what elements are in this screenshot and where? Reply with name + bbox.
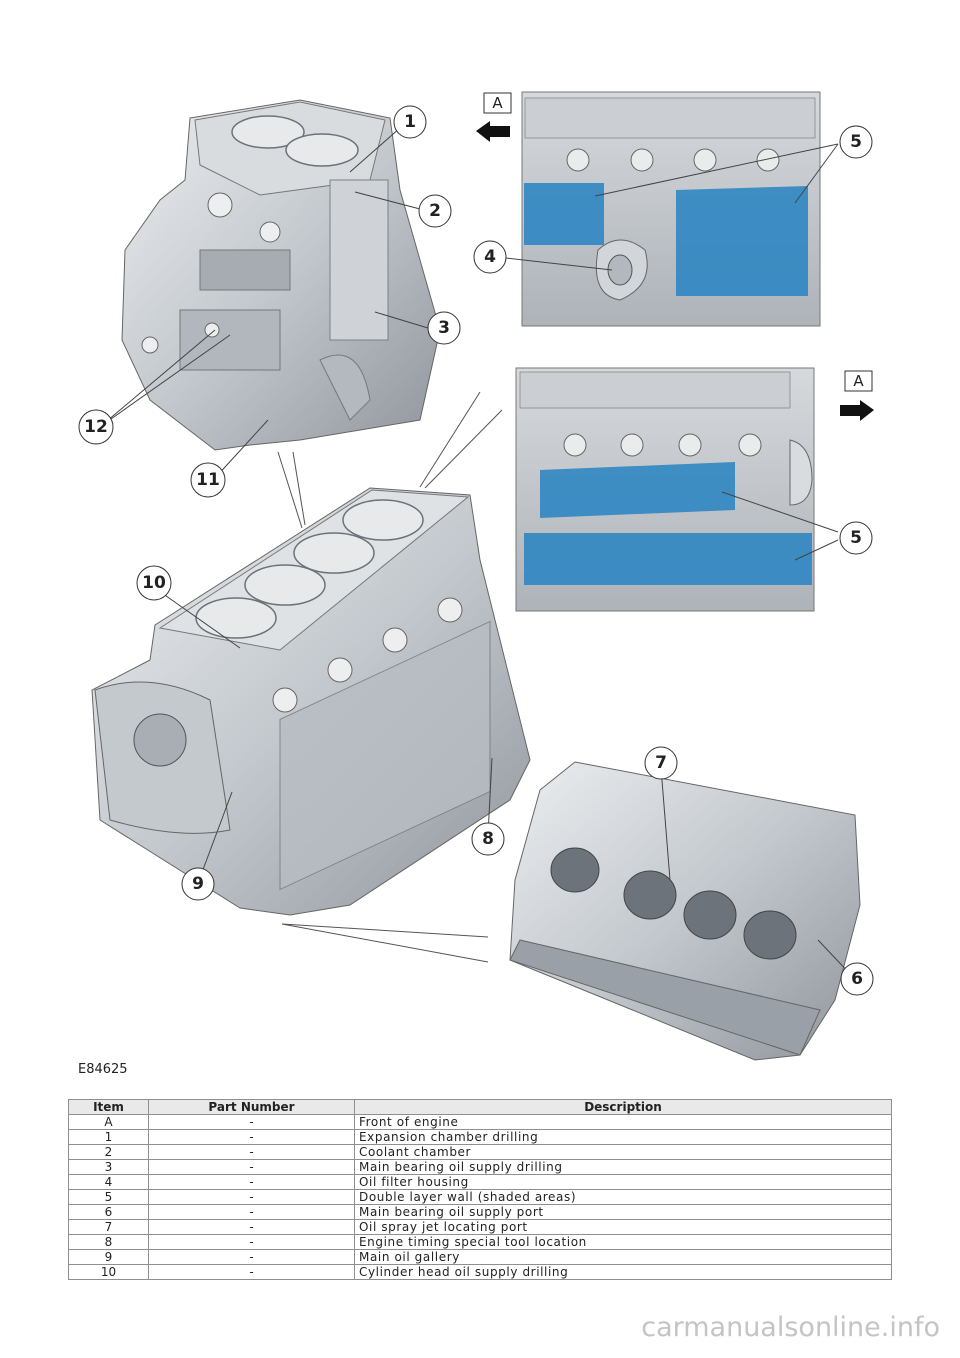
description-cell: Main oil gallery bbox=[354, 1249, 892, 1265]
shaded-area bbox=[524, 533, 812, 585]
arrow-right-icon bbox=[840, 400, 874, 421]
callout-label: 11 bbox=[196, 470, 220, 490]
figure-id: E84625 bbox=[78, 1062, 128, 1077]
table-row: 6-Main bearing oil supply port bbox=[68, 1204, 892, 1220]
callout-8: 8 bbox=[471, 822, 505, 856]
part-number-cell: - bbox=[148, 1189, 355, 1205]
item-cell: 9 bbox=[68, 1249, 149, 1265]
item-cell: 4 bbox=[68, 1174, 149, 1190]
table-row: 8-Engine timing special tool location bbox=[68, 1234, 892, 1250]
callout-label: 2 bbox=[429, 201, 441, 221]
item-cell: 8 bbox=[68, 1234, 149, 1250]
callout-6: 6 bbox=[840, 962, 874, 996]
header-description: Description bbox=[354, 1099, 892, 1115]
view-tag-label: A bbox=[492, 94, 503, 112]
view-tag-lower: A bbox=[844, 370, 873, 392]
part-number-cell: - bbox=[148, 1264, 355, 1280]
part-number-cell: - bbox=[148, 1174, 355, 1190]
view-a-upper-panel bbox=[521, 91, 821, 327]
table-row: 1-Expansion chamber drilling bbox=[68, 1129, 892, 1145]
description-cell: Expansion chamber drilling bbox=[354, 1129, 892, 1145]
item-cell: 10 bbox=[68, 1264, 149, 1280]
view-tag-label: A bbox=[853, 372, 864, 390]
view-tag-upper: A bbox=[483, 92, 512, 114]
header-item: Item bbox=[68, 1099, 149, 1115]
block-rear-view bbox=[121, 99, 441, 451]
leader-lines bbox=[100, 127, 853, 977]
description-cell: Double layer wall (shaded areas) bbox=[354, 1189, 892, 1205]
shaded-area bbox=[524, 183, 604, 245]
part-number-cell: - bbox=[148, 1159, 355, 1175]
description-cell: Oil spray jet locating port bbox=[354, 1219, 892, 1235]
item-cell: 7 bbox=[68, 1219, 149, 1235]
callout-10: 10 bbox=[136, 565, 172, 601]
arrow-left-icon bbox=[476, 121, 510, 142]
table-row: A-Front of engine bbox=[68, 1114, 892, 1130]
part-number-cell: - bbox=[148, 1219, 355, 1235]
callout-label: 10 bbox=[142, 573, 166, 593]
table-row: 5-Double layer wall (shaded areas) bbox=[68, 1189, 892, 1205]
table-row: 10-Cylinder head oil supply drilling bbox=[68, 1264, 892, 1280]
item-cell: 1 bbox=[68, 1129, 149, 1145]
description-cell: Main bearing oil supply port bbox=[354, 1204, 892, 1220]
item-cell: 2 bbox=[68, 1144, 149, 1160]
description-cell: Coolant chamber bbox=[354, 1144, 892, 1160]
callout-label: 5 bbox=[850, 528, 862, 548]
table-row: 3-Main bearing oil supply drilling bbox=[68, 1159, 892, 1175]
callout-label: 7 bbox=[655, 753, 667, 773]
part-number-cell: - bbox=[148, 1144, 355, 1160]
callout-label: 4 bbox=[484, 247, 496, 267]
callout-12: 12 bbox=[78, 409, 114, 445]
item-cell: A bbox=[68, 1114, 149, 1130]
table-row: 7-Oil spray jet locating port bbox=[68, 1219, 892, 1235]
callout-3: 3 bbox=[427, 311, 461, 345]
item-cell: 6 bbox=[68, 1204, 149, 1220]
callout-9: 9 bbox=[181, 867, 215, 901]
item-cell: 5 bbox=[68, 1189, 149, 1205]
table-row: 2-Coolant chamber bbox=[68, 1144, 892, 1160]
view-link-lines bbox=[277, 391, 503, 963]
header-part-number: Part Number bbox=[148, 1099, 355, 1115]
callout-label: 9 bbox=[192, 874, 204, 894]
callout-7: 7 bbox=[644, 746, 678, 780]
parts-table: Item Part Number Description A-Front of … bbox=[68, 1099, 892, 1280]
description-cell: Engine timing special tool location bbox=[354, 1234, 892, 1250]
description-cell: Oil filter housing bbox=[354, 1174, 892, 1190]
callout-5-lower: 5 bbox=[839, 521, 873, 555]
part-number-cell: - bbox=[148, 1249, 355, 1265]
view-a-lower-panel bbox=[515, 367, 815, 612]
description-cell: Front of engine bbox=[354, 1114, 892, 1130]
callout-4: 4 bbox=[473, 240, 507, 274]
callout-label: 5 bbox=[850, 132, 862, 152]
part-number-cell: - bbox=[148, 1204, 355, 1220]
callout-1: 1 bbox=[393, 105, 427, 139]
description-cell: Main bearing oil supply drilling bbox=[354, 1159, 892, 1175]
callout-label: 3 bbox=[438, 318, 450, 338]
shaded-area bbox=[540, 462, 735, 518]
callout-11: 11 bbox=[190, 462, 226, 498]
table-header-row: Item Part Number Description bbox=[68, 1099, 892, 1115]
callout-2: 2 bbox=[418, 194, 452, 228]
callout-label: 6 bbox=[851, 969, 863, 989]
shaded-area bbox=[676, 186, 808, 296]
callout-label: 8 bbox=[482, 829, 494, 849]
description-cell: Cylinder head oil supply drilling bbox=[354, 1264, 892, 1280]
table-row: 9-Main oil gallery bbox=[68, 1249, 892, 1265]
engine-block-illustration: A A 1 2 3 4 5 5 6 7 8 9 10 11 12 bbox=[78, 91, 874, 1061]
callout-5-upper: 5 bbox=[839, 125, 873, 159]
callout-label: 1 bbox=[404, 112, 416, 132]
part-number-cell: - bbox=[148, 1234, 355, 1250]
block-underside-view bbox=[509, 761, 861, 1061]
part-number-cell: - bbox=[148, 1114, 355, 1130]
site-watermark: carmanualsonline.info bbox=[641, 1312, 940, 1343]
callouts: 1 2 3 4 5 5 6 7 8 9 10 11 12 bbox=[78, 105, 874, 996]
table-row: 4-Oil filter housing bbox=[68, 1174, 892, 1190]
part-number-cell: - bbox=[148, 1129, 355, 1145]
item-cell: 3 bbox=[68, 1159, 149, 1175]
callout-label: 12 bbox=[84, 417, 108, 437]
block-front-view bbox=[91, 487, 531, 916]
